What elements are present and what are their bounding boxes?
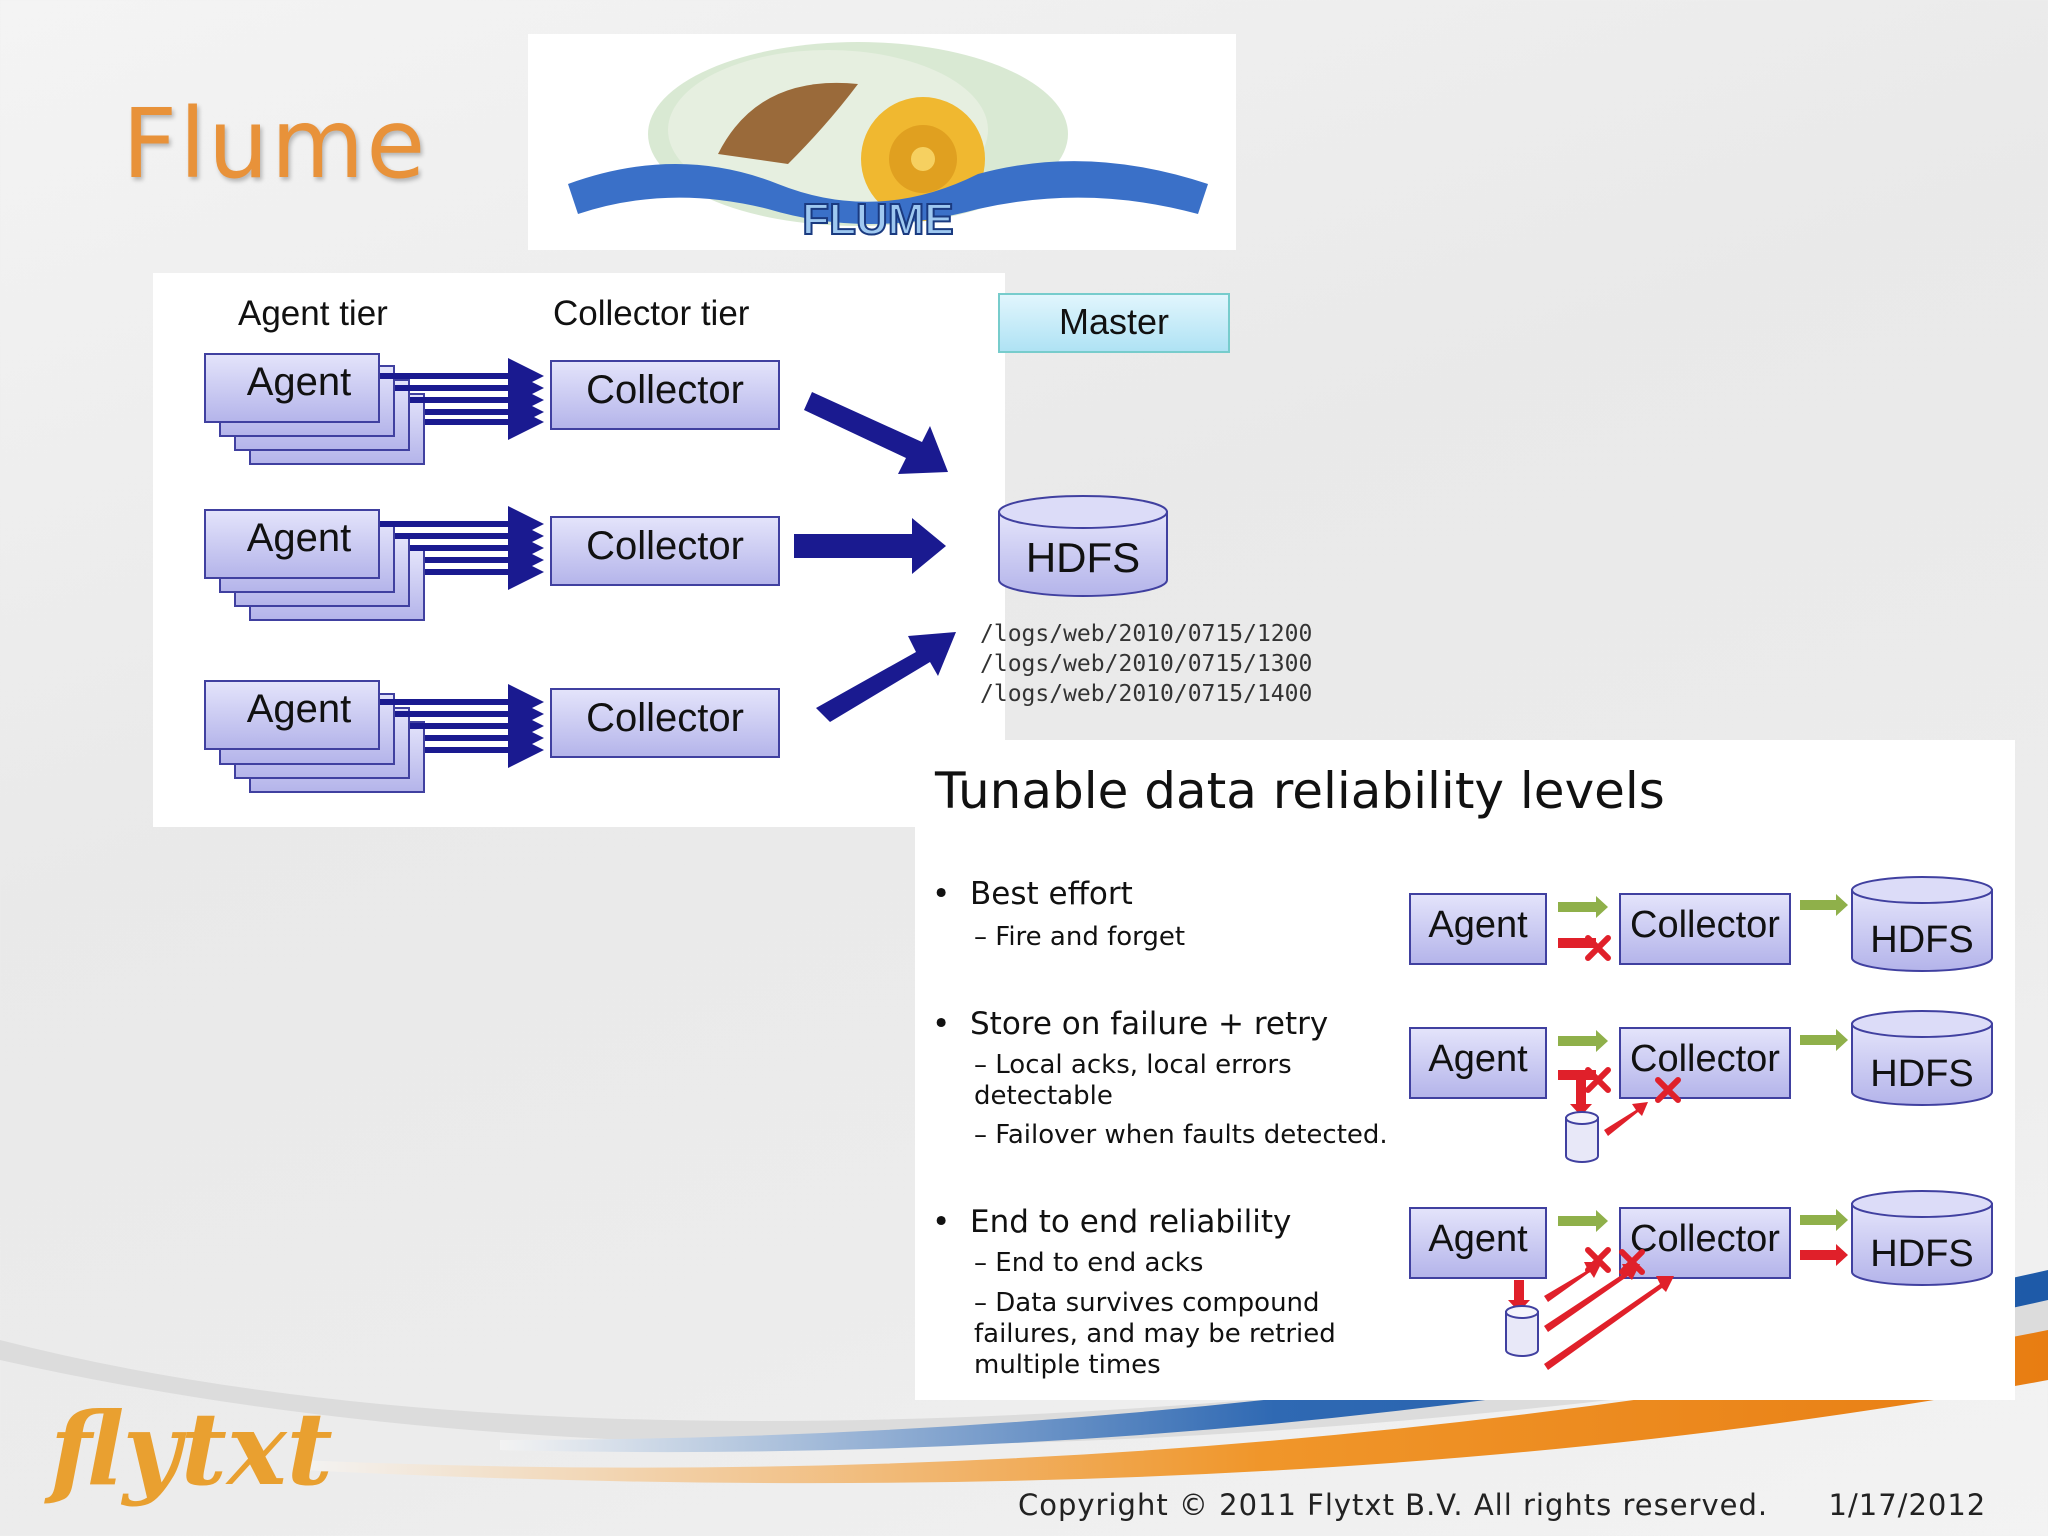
store-on-failure-diagram: Agent Collector HDFS [1409, 1010, 1993, 1163]
svg-text:Agent: Agent [1428, 1038, 1528, 1080]
svg-text:Collector: Collector [1630, 1038, 1780, 1080]
agent-group-1: Agent [204, 353, 425, 465]
svg-text:HDFS: HDFS [1870, 919, 1973, 961]
agent-links-3 [380, 684, 544, 768]
level-1-detail: – Fire and forget [974, 922, 1186, 952]
master-label: Master [1059, 301, 1169, 342]
level-2-detail-1: – Local acks, local errors detectable [974, 1050, 1292, 1111]
agent-group-3: Agent [204, 680, 425, 793]
level-3-title: • End to end reliability [932, 1204, 1292, 1240]
agent-box-1 [204, 353, 380, 423]
collector-label-1: Collector [586, 368, 744, 412]
end-to-end-diagram: Agent Collector HDFS [1409, 1190, 1993, 1370]
hdfs-path: /logs/web/2010/0715/1300 [980, 651, 1313, 677]
svg-text:Agent: Agent [1428, 1218, 1528, 1260]
collector-to-hdfs-arrow-2 [794, 518, 946, 574]
hdfs-cylinder: HDFS [998, 495, 1168, 597]
svg-text:Collector: Collector [1630, 904, 1780, 946]
hdfs-path: /logs/web/2010/0715/1400 [980, 681, 1313, 707]
hdfs-path: /logs/web/2010/0715/1200 [980, 621, 1313, 647]
agent-label-2: Agent [247, 516, 352, 560]
hdfs-path-list: /logs/web/2010/0715/1200 /logs/web/2010/… [980, 619, 1312, 709]
flume-logo: FLUME [528, 34, 1236, 250]
level-2-detail-2: – Failover when faults detected. [974, 1120, 1388, 1150]
svg-text:Agent: Agent [1428, 904, 1528, 946]
agent-box-3 [204, 680, 380, 750]
logo-wordmark: FLUME [802, 195, 954, 244]
collector-box-2 [550, 516, 780, 586]
agent-links-1 [380, 358, 544, 440]
copyright-text: Copyright © 2011 Flytxt B.V. All rights … [1018, 1488, 1769, 1522]
collector-box-3 [550, 688, 780, 758]
hdfs-label: HDFS [1026, 534, 1140, 581]
agent-links-2 [380, 506, 544, 590]
agent-box-2 [204, 509, 380, 579]
level-3-detail-2: – Data survives compound failures, and m… [974, 1288, 1336, 1380]
agent-label-1: Agent [247, 360, 352, 404]
collector-box-1 [550, 360, 780, 430]
agent-tier-label: Agent tier [238, 294, 388, 333]
svg-text:Collector: Collector [1630, 1218, 1780, 1260]
level-2-title: • Store on failure + retry [932, 1006, 1329, 1042]
svg-text:HDFS: HDFS [1870, 1053, 1973, 1095]
reliability-heading: Tunable data reliability levels [935, 762, 1665, 820]
footer: Copyright © 2011 Flytxt B.V. All rights … [1018, 1488, 2048, 1522]
slide-title: Flume [122, 88, 428, 200]
level-3-detail-1: – End to end acks [974, 1248, 1204, 1278]
collector-label-2: Collector [586, 524, 744, 568]
collector-tier-label: Collector tier [553, 294, 750, 333]
agent-group-2: Agent [204, 509, 425, 621]
agent-label-3: Agent [247, 687, 352, 731]
footer-date: 1/17/2012 [1828, 1488, 1987, 1522]
best-effort-diagram: Agent Collector HDFS [1409, 876, 1993, 972]
svg-text:HDFS: HDFS [1870, 1233, 1973, 1275]
master-box [998, 293, 1230, 353]
collector-to-hdfs-arrow-1 [804, 392, 948, 474]
level-1-title: • Best effort [932, 876, 1133, 912]
collector-to-hdfs-arrow-3 [816, 632, 956, 722]
flytxt-logo: flytxt [50, 1390, 333, 1508]
collector-label-3: Collector [586, 696, 744, 740]
